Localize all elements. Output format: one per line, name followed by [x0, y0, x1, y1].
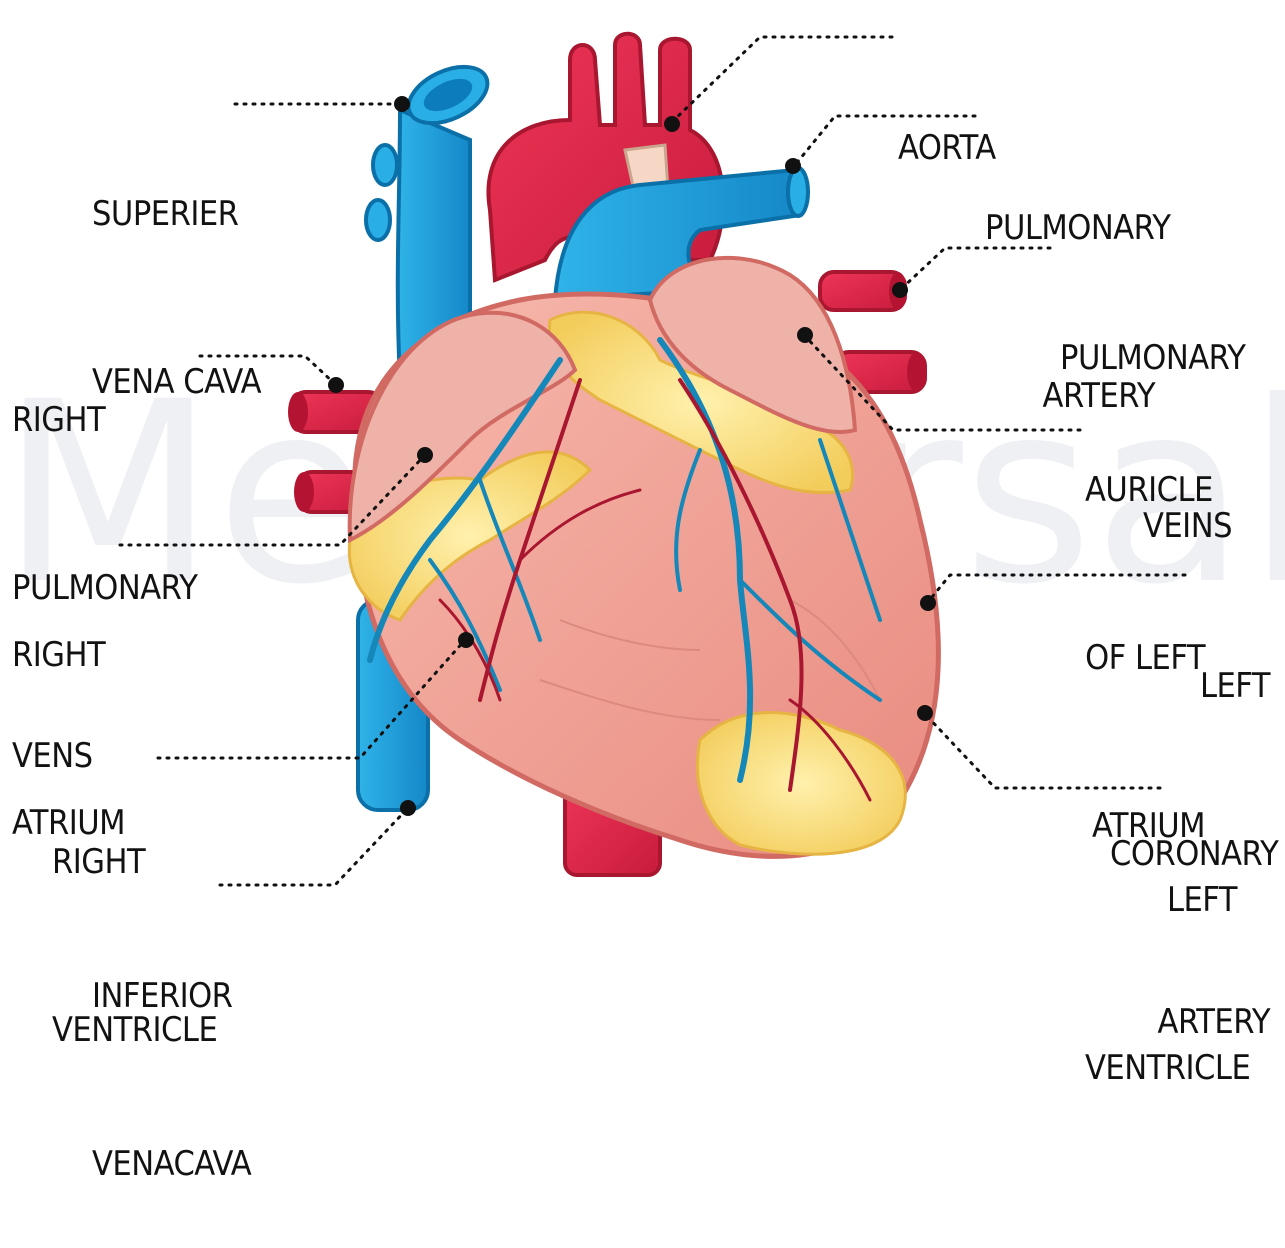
- leader-aorta: [672, 37, 892, 122]
- label-left-ventricle: LEFT VENTRICLE: [1085, 760, 1237, 1152]
- dot-right-pulmonary-veins: [328, 377, 344, 393]
- dot-aorta: [664, 116, 680, 132]
- label-aorta: AORTA: [898, 8, 996, 232]
- heart-diagram: Me rsal: [0, 0, 1285, 958]
- label-inferior-vena-cava: INFERIOR VENACAVA: [92, 856, 251, 1248]
- dot-left-ventricle: [917, 705, 933, 721]
- dot-inferior-vena-cava: [400, 800, 416, 816]
- dot-pulmonary-artery: [785, 158, 801, 174]
- dot-auricle-left-atrium: [797, 327, 813, 343]
- dot-right-ventricle: [458, 632, 474, 648]
- dot-pulmonary-veins: [892, 282, 908, 298]
- dot-left-coronary-artery: [920, 595, 936, 611]
- dot-superior-vena-cava: [394, 96, 410, 112]
- dot-right-atrium: [417, 447, 433, 463]
